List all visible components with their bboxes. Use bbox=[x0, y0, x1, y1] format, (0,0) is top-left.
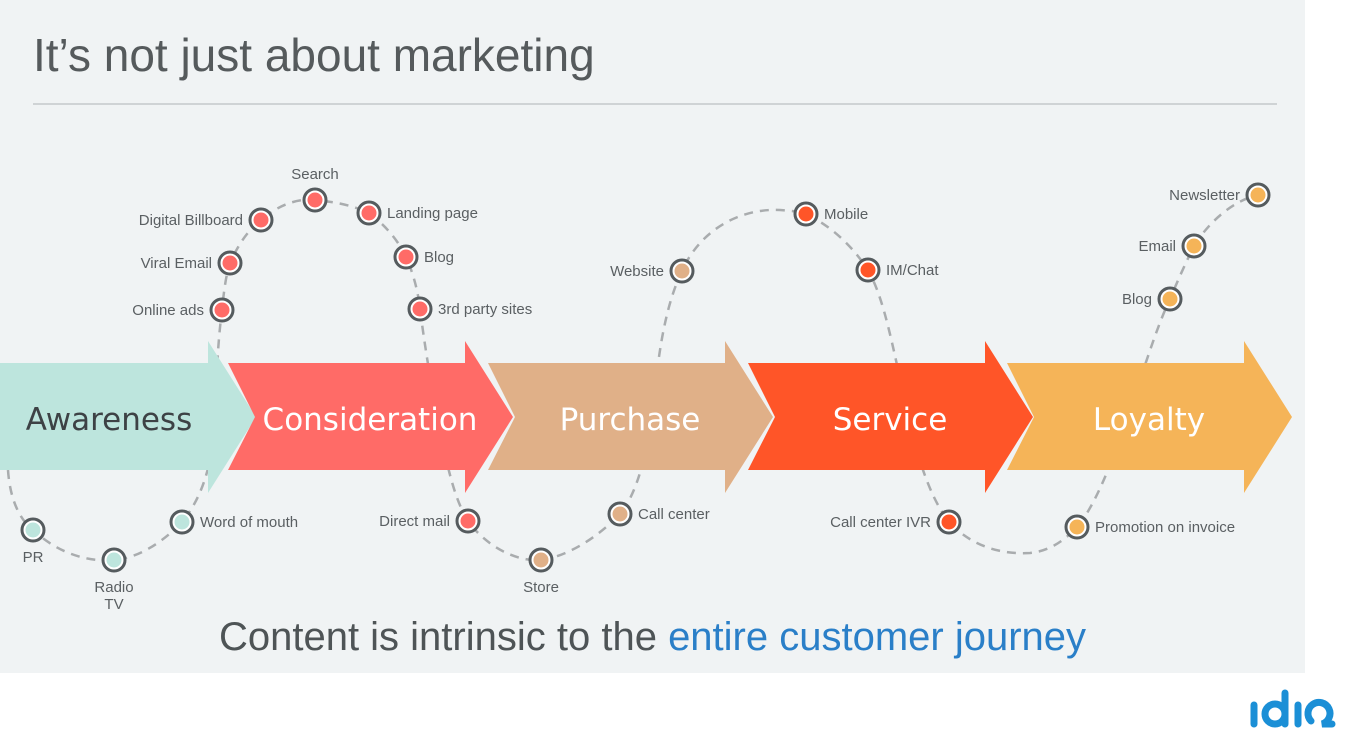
touchpoint-dot bbox=[106, 552, 122, 568]
touchpoint-label: Blog bbox=[424, 249, 454, 266]
touchpoint-dot bbox=[398, 249, 414, 265]
touchpoint-direct-mail: Direct mail bbox=[379, 508, 481, 534]
touchpoint-label: Blog bbox=[1122, 291, 1152, 308]
touchpoint-label: Store bbox=[523, 579, 559, 596]
touchpoint-dot bbox=[1069, 519, 1085, 535]
touchpoint-word-of-mouth: Word of mouth bbox=[169, 509, 298, 535]
touchpoint-viral-email: Viral Email bbox=[141, 250, 243, 276]
slide-title: It’s not just about marketing bbox=[33, 29, 595, 81]
touchpoint-label: Digital Billboard bbox=[139, 212, 243, 229]
touchpoint-call-center-ivr: Call center IVR bbox=[830, 509, 962, 535]
touchpoint-label: Online ads bbox=[132, 302, 204, 319]
footer-highlight: entire customer journey bbox=[668, 615, 1087, 659]
stage-arrow-service bbox=[748, 341, 1033, 493]
touchpoint-dot bbox=[674, 263, 690, 279]
stage-label: Service bbox=[833, 402, 948, 438]
touchpoint-dot bbox=[253, 212, 269, 228]
touchpoint-email: Email bbox=[1138, 233, 1207, 259]
touchpoint-pr: PR bbox=[20, 517, 46, 566]
touchpoint-dot bbox=[533, 552, 549, 568]
touchpoint-dot bbox=[361, 205, 377, 221]
stage-label: Purchase bbox=[560, 402, 701, 438]
stage-label: Awareness bbox=[26, 402, 192, 438]
touchpoint-label: Word of mouth bbox=[200, 514, 298, 531]
touchpoint-dot bbox=[412, 301, 428, 317]
slide-background bbox=[0, 0, 1305, 673]
touchpoint-label: Call center bbox=[638, 506, 710, 523]
touchpoint-online-ads: Online ads bbox=[132, 297, 235, 323]
touchpoint-3rd-party-sites: 3rd party sites bbox=[407, 296, 532, 322]
touchpoint-label: Landing page bbox=[387, 205, 478, 222]
touchpoint-label: Promotion on invoice bbox=[1095, 519, 1235, 536]
touchpoint-dot bbox=[214, 302, 230, 318]
journey-dashed-path bbox=[6, 193, 1259, 562]
touchpoint-dot bbox=[1250, 187, 1266, 203]
touchpoint-dot bbox=[941, 514, 957, 530]
stage-label: Loyalty bbox=[1093, 402, 1205, 438]
touchpoint-dot bbox=[222, 255, 238, 271]
touchpoint-label: Email bbox=[1138, 238, 1176, 255]
touchpoint-dot bbox=[307, 192, 323, 208]
touchpoint-call-center: Call center bbox=[607, 501, 710, 527]
touchpoint-label: Viral Email bbox=[141, 255, 212, 272]
stage-arrow-consideration bbox=[228, 341, 513, 493]
touchpoint-mobile: Mobile bbox=[793, 201, 868, 227]
touchpoint-promotion-on-invoice: Promotion on invoice bbox=[1064, 514, 1235, 540]
footer-tagline: Content is intrinsic to the entire custo… bbox=[0, 615, 1305, 660]
touchpoint-dot bbox=[1162, 291, 1178, 307]
touchpoint-digital-billboard: Digital Billboard bbox=[139, 207, 274, 233]
title-divider bbox=[33, 103, 1277, 105]
touchpoint-newsletter: Newsletter bbox=[1169, 182, 1271, 208]
touchpoint-dot bbox=[460, 513, 476, 529]
touchpoint-label: Search bbox=[291, 166, 339, 183]
touchpoint-dot bbox=[798, 206, 814, 222]
touchpoint-search: Search bbox=[291, 166, 339, 213]
touchpoint-dot bbox=[1186, 238, 1202, 254]
touchpoint-label: Website bbox=[610, 263, 664, 280]
stage-arrow-awareness bbox=[0, 341, 256, 493]
touchpoint-label: Radio bbox=[94, 579, 133, 596]
footer-text: Content is intrinsic to the bbox=[218, 615, 669, 659]
touchpoint-label: Call center IVR bbox=[830, 514, 931, 531]
touchpoint-store: Store bbox=[523, 547, 559, 596]
touchpoint-label: 3rd party sites bbox=[438, 301, 532, 318]
touchpoint-dot bbox=[25, 522, 41, 538]
touchpoint-im-chat: IM/Chat bbox=[855, 257, 939, 283]
touchpoint-label: Mobile bbox=[824, 206, 868, 223]
touchpoint-blog: Blog bbox=[393, 244, 454, 270]
touchpoint-blog: Blog bbox=[1122, 286, 1183, 312]
idio-logo bbox=[1250, 689, 1336, 728]
touchpoint-landing-page: Landing page bbox=[356, 200, 478, 226]
touchpoint-label: PR bbox=[23, 549, 44, 566]
touchpoint-dot bbox=[174, 514, 190, 530]
touchpoint-label: Newsletter bbox=[1169, 187, 1240, 204]
touchpoint-label: Direct mail bbox=[379, 513, 450, 530]
stage-label: Consideration bbox=[263, 402, 478, 438]
touchpoint-label: IM/Chat bbox=[886, 262, 939, 279]
stage-arrow-loyalty bbox=[1007, 341, 1292, 493]
stage-arrow-purchase bbox=[488, 341, 773, 493]
touchpoint-dot bbox=[612, 506, 628, 522]
touchpoint-website: Website bbox=[610, 258, 695, 284]
touchpoint-label: TV bbox=[104, 596, 123, 613]
touchpoint-dot bbox=[860, 262, 876, 278]
